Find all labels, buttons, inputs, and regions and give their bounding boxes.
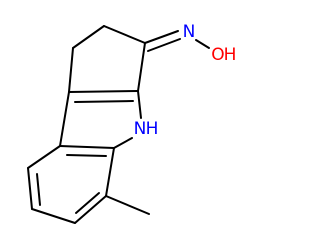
bond-c6-c7 — [74, 195, 107, 224]
bond-n-o — [195, 39, 210, 49]
bond-c2-c3a — [68, 47, 74, 93]
bond-c7-methyl — [105, 195, 150, 215]
chemical-structure: N H N O H — [27, 22, 237, 224]
bond-c1-c3 — [103, 25, 146, 44]
bond-c4-c5 — [27, 167, 33, 210]
bond-c4a-c7a — [59, 145, 115, 149]
bond-c3a-c3b — [68, 90, 139, 93]
bond-c3-n-oxime — [144, 30, 179, 44]
bond-c3b-n — [137, 90, 142, 119]
bond-c4a-c4 — [27, 145, 61, 169]
bond-c3-c3b — [137, 42, 146, 92]
bond-c1-c2 — [72, 25, 105, 49]
bond-c7-c7a — [105, 147, 115, 197]
bond-c7a-c4a-inner — [66, 154, 107, 157]
ring-nh-hydrogen-label: H — [146, 119, 159, 139]
oxime-nitrogen-label: N — [183, 22, 196, 42]
bond-c3a-c4a — [59, 91, 70, 147]
bond-n-c7a — [113, 137, 133, 149]
bond-c3a-c3b-inner — [74, 100, 134, 103]
oxime-oxygen-label: O — [211, 45, 224, 65]
ring-nitrogen-label: N — [134, 119, 147, 139]
bond-c6-c7-inner — [75, 192, 100, 214]
bond-c3-n-oxime-second — [147, 38, 181, 52]
bond-c5-c6 — [31, 208, 76, 224]
bond-c4-c5-inner — [36, 173, 41, 206]
oxime-hydrogen-label: H — [224, 45, 237, 65]
